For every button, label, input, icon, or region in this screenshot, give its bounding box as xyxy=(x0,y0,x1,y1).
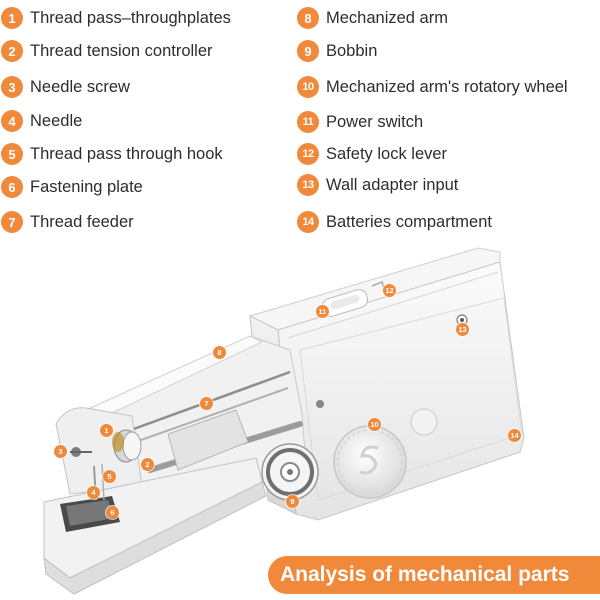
wall-adapter-port xyxy=(456,314,468,326)
legend-item-4: 4 Needle xyxy=(1,110,82,132)
legend-label: Power switch xyxy=(326,112,424,131)
number-badge: 10 xyxy=(297,76,319,98)
legend-item-1: 1 Thread pass–throughplates xyxy=(1,7,231,29)
legend-item-3: 3 Needle screw xyxy=(1,76,130,98)
legend-item-8: 8 Mechanized arm xyxy=(297,7,448,29)
callout-13: 13 xyxy=(456,323,469,336)
callout-12: 12 xyxy=(383,284,396,297)
legend-item-7: 7 Thread feeder xyxy=(1,211,134,233)
legend-item-9: 9 Bobbin xyxy=(297,40,377,62)
legend-item-12: 12 Safety lock lever xyxy=(297,143,447,165)
screw-icon xyxy=(316,400,324,408)
number-badge: 1 xyxy=(1,7,23,29)
callout-4: 4 xyxy=(87,486,100,499)
number-badge: 2 xyxy=(1,40,23,62)
legend-label: Fastening plate xyxy=(30,177,143,196)
number-badge: 9 xyxy=(297,40,319,62)
number-badge: 7 xyxy=(1,211,23,233)
number-badge: 13 xyxy=(297,174,319,196)
callout-10: 10 xyxy=(368,418,381,431)
legend-item-14: 14 Batteries compartment xyxy=(297,211,492,233)
legend-item-10: 10 Mechanized arm's rotatory wheel xyxy=(297,76,568,98)
legend-label: Thread pass through hook xyxy=(30,144,223,163)
bobbin xyxy=(261,443,319,501)
legend-label: Thread pass–throughplates xyxy=(30,8,231,27)
legend-label: Thread tension controller xyxy=(30,41,213,60)
callout-2: 2 xyxy=(141,458,154,471)
legend-label: Batteries compartment xyxy=(326,212,492,231)
callout-7: 7 xyxy=(200,397,213,410)
legend-item-2: 2 Thread tension controller xyxy=(1,40,213,62)
number-badge: 6 xyxy=(1,176,23,198)
legend-item-13: 13 Wall adapter input xyxy=(297,174,458,196)
number-badge: 4 xyxy=(1,110,23,132)
legend-item-5: 5 Thread pass through hook xyxy=(1,143,223,165)
number-badge: 8 xyxy=(297,7,319,29)
callout-6: 6 xyxy=(106,506,119,519)
legend-label: Mechanized arm's rotatory wheel xyxy=(326,77,568,96)
legend-label: Wall adapter input xyxy=(326,175,459,194)
caption-banner: Analysis of mechanical parts xyxy=(268,556,600,594)
callout-5: 5 xyxy=(103,470,116,483)
legend-item-11: 11 Power switch xyxy=(297,111,423,133)
callout-3: 3 xyxy=(54,445,67,458)
banner-text: Analysis of mechanical parts xyxy=(280,563,570,586)
legend-item-6: 6 Fastening plate xyxy=(1,176,143,198)
legend-label: Safety lock lever xyxy=(326,144,448,163)
legend-label: Bobbin xyxy=(326,41,378,60)
legend-label: Thread feeder xyxy=(30,212,134,231)
callout-11: 11 xyxy=(316,305,329,318)
number-badge: 11 xyxy=(297,111,319,133)
number-badge: 3 xyxy=(1,76,23,98)
legend-label: Mechanized arm xyxy=(326,8,448,27)
legend-label: Needle xyxy=(30,111,83,130)
round-button xyxy=(410,408,438,436)
callout-14: 14 xyxy=(508,429,521,442)
number-badge: 12 xyxy=(297,143,319,165)
sewing-machine-illustration: 1 2 3 4 5 6 7 8 9 10 11 12 13 14 xyxy=(0,238,600,600)
parts-legend: 1 Thread pass–throughplates 2 Thread ten… xyxy=(0,6,600,246)
callout-1: 1 xyxy=(100,424,113,437)
callout-8: 8 xyxy=(213,346,226,359)
machine-head xyxy=(43,407,267,595)
callout-9: 9 xyxy=(286,495,299,508)
number-badge: 14 xyxy=(297,211,319,233)
legend-label: Needle screw xyxy=(30,77,130,96)
number-badge: 5 xyxy=(1,143,23,165)
sewing-machine-drawing xyxy=(43,247,525,595)
tension-knob xyxy=(112,429,142,463)
rotatory-wheel xyxy=(333,425,407,499)
